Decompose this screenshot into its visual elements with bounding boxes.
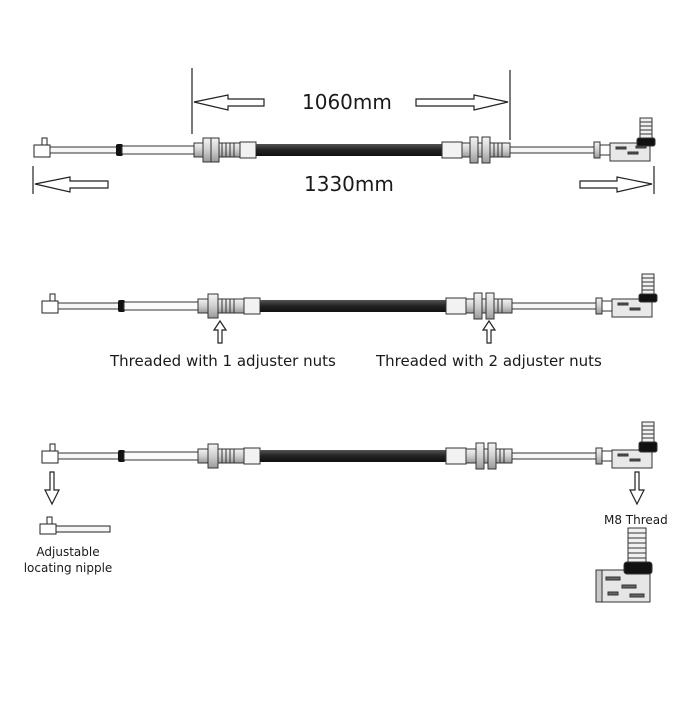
dimension-1330 [32,166,655,194]
ferrule-black [118,300,125,312]
thread-detail [595,527,653,603]
dimension-1330-label: 1330mm [300,172,398,196]
arrow-down-icon [44,471,60,506]
inner-wire-right [509,141,611,159]
cable-assembly-2 [41,273,658,320]
sheath-black [256,144,442,156]
cable-assembly-1 [33,117,656,164]
outer-conduit-left [123,451,199,461]
cable-assembly-3 [41,421,658,470]
sheath-black [260,300,446,312]
nipple-end-left [41,293,59,314]
rod-end [611,273,658,318]
nipple-label-line1: Adjustable [36,545,100,559]
ferrule-black [118,450,125,462]
arrow-right-icon [579,176,653,193]
adjuster-left [197,443,261,469]
adjuster-left [193,137,257,163]
inner-wire-right [511,447,613,465]
single-nut-label: Threaded with 1 adjuster nuts [110,352,336,370]
adjuster-left [197,293,261,319]
inner-wire-left [57,452,121,460]
arrow-up-icon [481,319,497,344]
dimension-1060 [191,68,511,140]
thread-label: M8 Thread [604,513,668,527]
inner-wire-right [511,297,613,315]
nipple-detail [39,516,111,535]
rod-end [611,421,658,469]
rod-end [609,117,656,162]
arrow-left-icon [34,176,109,193]
arrow-up-icon [212,319,228,344]
outer-conduit-left [121,145,195,155]
adjuster-right [441,136,511,164]
dimension-1060-label: 1060mm [298,90,396,114]
inner-wire-left [49,146,119,154]
double-nut-label: Threaded with 2 adjuster nuts [376,352,602,370]
nipple-end-left [33,137,51,158]
nipple-label-line2: locating nipple [23,561,113,575]
arrow-left-icon [193,94,265,111]
nipple-label: Adjustable locating nipple [18,544,118,576]
nipple-end-left [41,443,59,464]
inner-wire-left [57,302,121,310]
ferrule-black [116,144,123,156]
outer-conduit-left [123,301,199,311]
sheath-black [260,450,446,462]
arrow-right-icon [415,94,509,111]
adjuster-right [445,442,513,470]
arrow-down-icon [629,471,645,506]
adjuster-right [445,292,513,320]
